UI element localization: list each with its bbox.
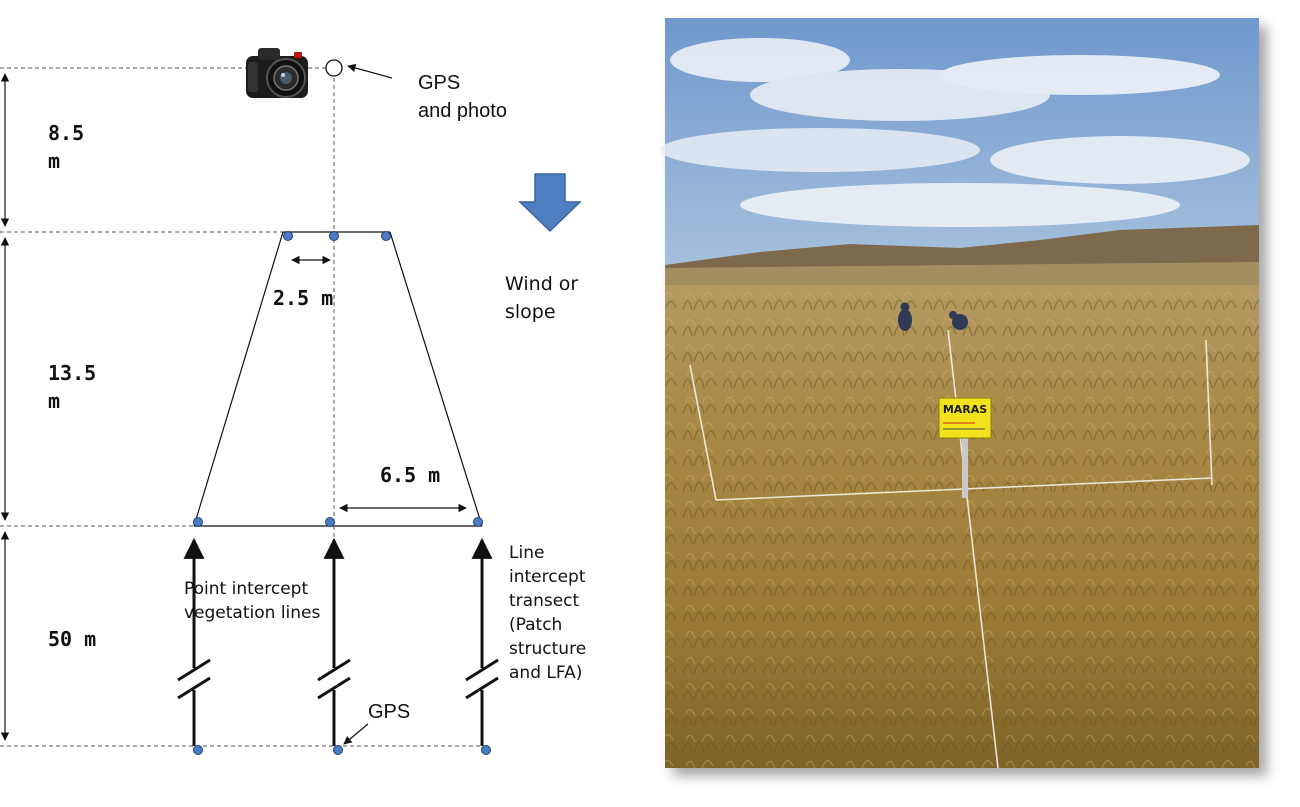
plot-point-bottom-center: [333, 745, 343, 755]
gps-bottom-pointer-arrow: [343, 723, 369, 745]
width-large-label: 6.5 m: [380, 463, 440, 487]
camera-icon: [246, 48, 308, 98]
height-bottom-label: 50 m: [48, 627, 96, 651]
wind-slope-label: Wind or slope: [505, 273, 584, 323]
plot-point-base-left: [193, 517, 203, 527]
gps-photo-pointer-arrow: [347, 63, 393, 79]
plot-point-bottom-left: [193, 745, 203, 755]
field-workers: [898, 302, 968, 331]
width-small-label: 2.5 m: [273, 286, 333, 310]
transect-center: [317, 537, 351, 746]
down-arrow-icon: [518, 173, 582, 233]
plot-diagram: 8.5 m 13.5 m 50 m GPS and photo: [0, 48, 592, 755]
gps-photo-label: GPS and photo: [418, 72, 507, 122]
gps-point-marker: [325, 59, 343, 77]
plot-point-base-right: [473, 517, 483, 527]
hills: [665, 225, 1259, 272]
height-mid-label: 13.5 m: [48, 361, 108, 413]
gps-bottom-label: GPS: [368, 701, 410, 723]
maras-sign: MARAS: [938, 397, 992, 498]
height-top-label: 8.5 m: [48, 121, 96, 173]
plot-point-top-left: [283, 231, 293, 241]
transect-right: [465, 537, 499, 746]
transect-left: [177, 537, 211, 746]
line-intercept-label: Line intercept transect (Patch structure…: [509, 543, 592, 683]
point-intercept-label: Point intercept vegetation lines: [184, 579, 321, 623]
plot-point-bottom-right: [481, 745, 491, 755]
plot-left-edge: [193, 231, 284, 527]
plot-point-top-right: [381, 231, 391, 241]
clouds: [660, 38, 1250, 227]
plot-right-edge: [389, 231, 483, 527]
plot-point-top-center: [329, 231, 339, 241]
plot-point-base-center: [325, 517, 335, 527]
field-photo: MARAS: [660, 18, 1259, 769]
svg-text:MARAS: MARAS: [943, 403, 987, 416]
